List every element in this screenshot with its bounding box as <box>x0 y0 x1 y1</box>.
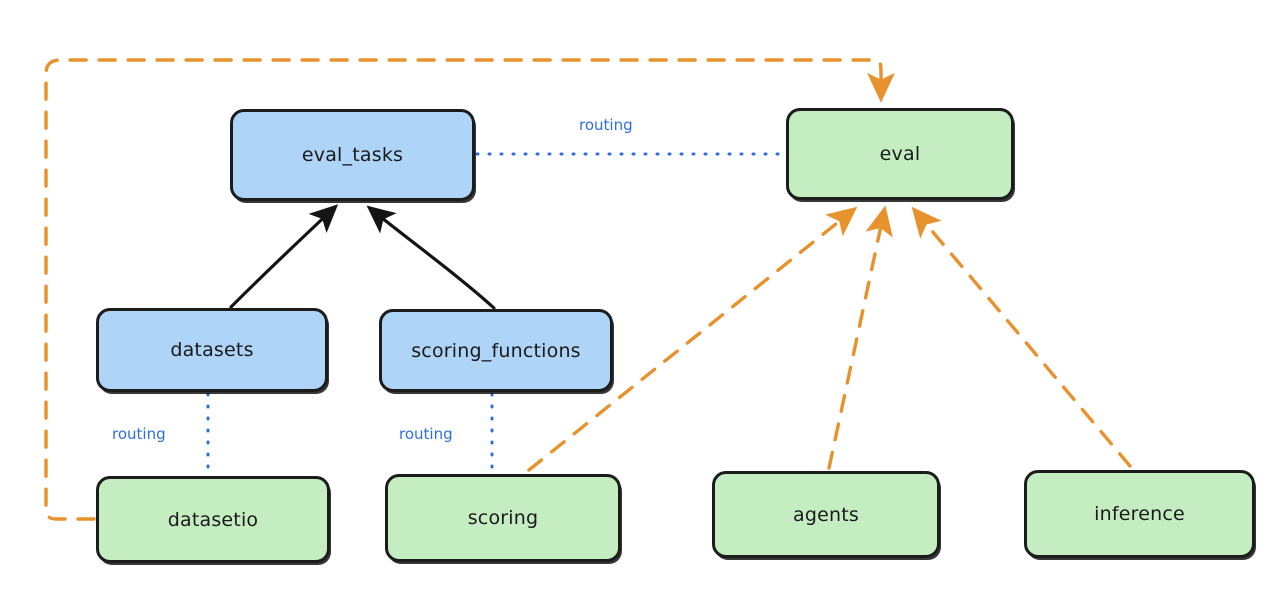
node-label-scoring: scoring <box>467 507 539 529</box>
node-label-eval: eval <box>879 143 921 165</box>
node-label-inference: inference <box>1094 503 1185 525</box>
node-scoring-functions[interactable]: scoring_functions <box>379 309 613 392</box>
node-inference[interactable]: inference <box>1024 470 1255 558</box>
edge-scoring-functions-to-eval-tasks <box>366 205 496 310</box>
edge-datasets-to-eval-tasks <box>229 204 339 309</box>
node-label-datasetio: datasetio <box>167 508 259 531</box>
node-label-datasets: datasets <box>170 339 254 361</box>
node-label-scoring-functions: scoring_functions <box>411 339 581 362</box>
node-datasetio[interactable]: datasetio <box>96 476 330 563</box>
node-eval-tasks[interactable]: eval_tasks <box>230 109 475 201</box>
node-label-eval-tasks: eval_tasks <box>301 144 404 166</box>
node-eval[interactable]: eval <box>786 108 1014 200</box>
node-agents[interactable]: agents <box>712 471 940 558</box>
edge-label-routing-scoring-functions-scoring: routing <box>399 425 453 443</box>
node-datasets[interactable]: datasets <box>96 308 328 392</box>
edge-inference-to-eval <box>911 206 1132 468</box>
edge-label-routing-eval-tasks-eval: routing <box>579 116 633 134</box>
node-scoring[interactable]: scoring <box>385 474 621 562</box>
edge-scoring-to-eval <box>527 206 858 472</box>
edge-agents-to-eval <box>827 205 893 470</box>
edge-label-routing-datasets-datasetio: routing <box>112 425 166 443</box>
edge-datasetio-to-eval <box>44 58 895 521</box>
node-label-agents: agents <box>793 503 859 526</box>
